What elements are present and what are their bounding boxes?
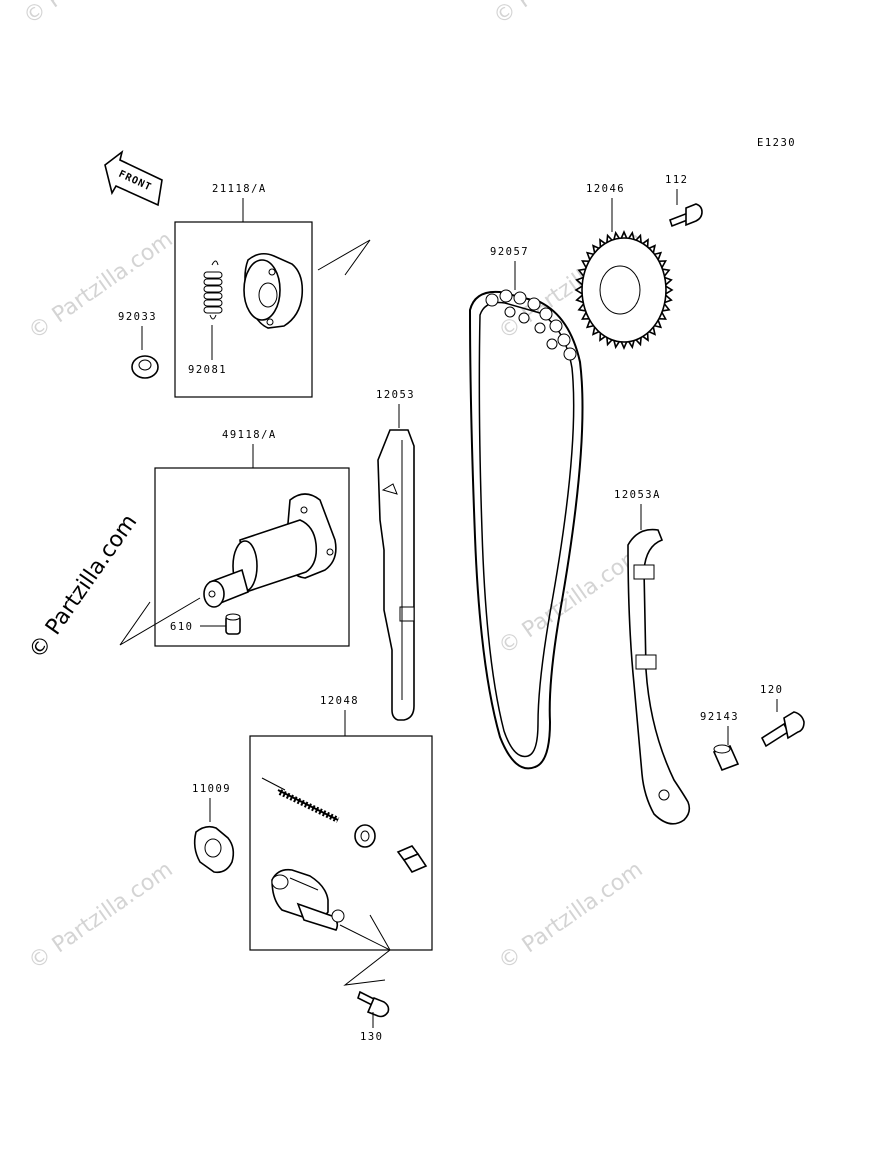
label-130: 130 — [360, 1031, 383, 1043]
watermark-2: © Partzilla.com — [489, 0, 642, 30]
bolt-120: 120 — [760, 684, 805, 748]
bolt-130: 130 — [357, 990, 390, 1043]
front-arrow: FRONT — [104, 149, 163, 207]
tensioner-body — [271, 868, 345, 931]
chain-rollers — [485, 289, 577, 361]
gasket-11009: 11009 — [192, 783, 235, 874]
bolt-112: 112 — [665, 174, 703, 228]
chain-92057: 92057 — [468, 246, 584, 770]
watermark-6: © Partzilla.com — [24, 857, 177, 975]
washer-92033: 92033 — [118, 311, 159, 379]
group-21118: 21118/A 92081 — [174, 183, 371, 398]
watermark-large: © Partzilla.com — [24, 510, 142, 663]
group-12048: 12048 — [249, 695, 433, 986]
label-120: 120 — [760, 684, 783, 696]
guide-12053: 12053 — [376, 389, 415, 721]
spring-92081 — [203, 260, 223, 320]
label-92143: 92143 — [700, 711, 739, 723]
label-12053: 12053 — [376, 389, 415, 401]
label-610: 610 — [170, 621, 193, 633]
watermark-5: © Partzilla.com — [494, 542, 647, 660]
label-92081: 92081 — [188, 364, 227, 376]
tensioner-spring — [277, 789, 340, 823]
watermarks: © Partzilla.com © Partzilla.com © Partzi… — [19, 0, 647, 975]
label-12046: 12046 — [586, 183, 625, 195]
sprocket-12046: 12046 — [574, 183, 674, 350]
pin-610 — [225, 613, 241, 635]
guide-12053A: 12053A — [614, 489, 691, 825]
label-92057: 92057 — [490, 246, 529, 258]
label-11009: 11009 — [192, 783, 231, 795]
label-92033: 92033 — [118, 311, 157, 323]
watermark-7: © Partzilla.com — [494, 857, 647, 975]
cam-21118 — [243, 252, 304, 329]
collar-92143: 92143 — [700, 711, 740, 772]
watermark-1: © Partzilla.com — [19, 0, 172, 30]
camshaft-49118 — [203, 493, 337, 608]
watermark-3: © Partzilla.com — [24, 227, 177, 345]
label-112: 112 — [665, 174, 688, 186]
label-49118: 49118/A — [222, 429, 277, 441]
label-12053A: 12053A — [614, 489, 661, 501]
label-21118: 21118/A — [212, 183, 267, 195]
group-49118: 49118/A 610 — [119, 429, 350, 647]
label-12048: 12048 — [320, 695, 359, 707]
diagram-code: E1230 — [757, 137, 796, 149]
